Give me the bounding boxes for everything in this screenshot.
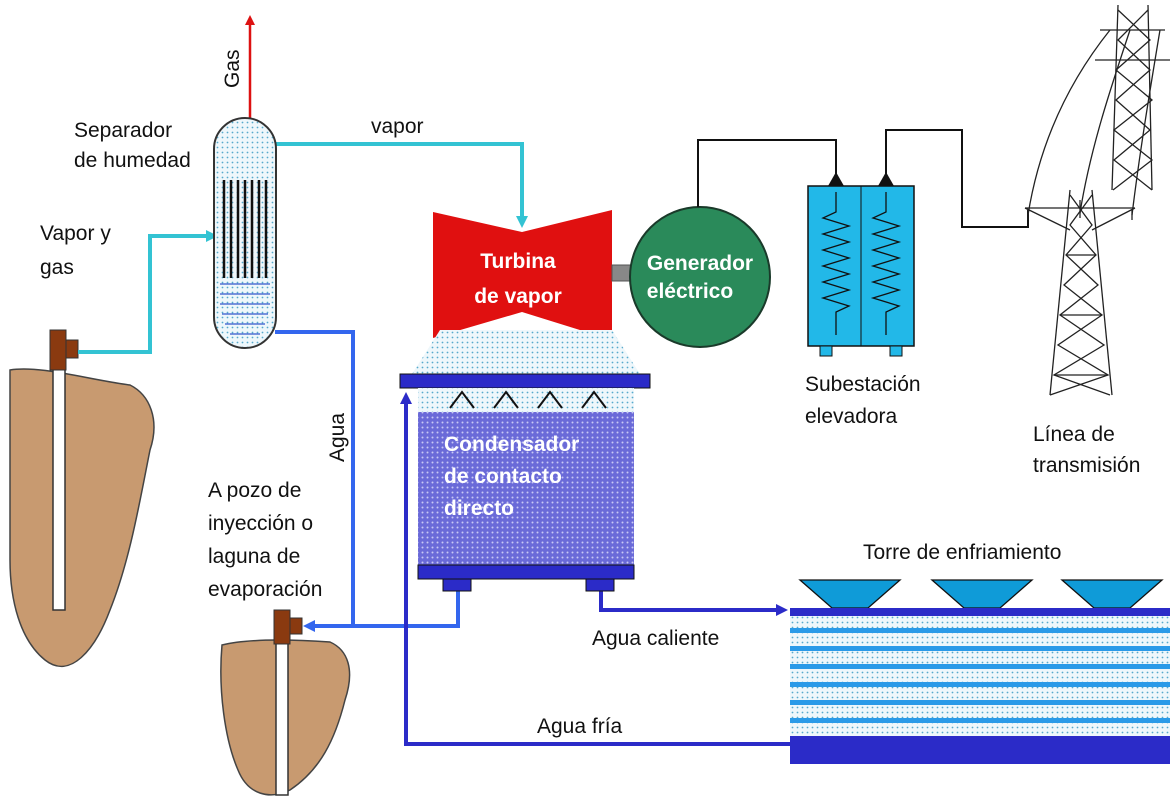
condenser-spray-zone — [418, 388, 634, 412]
well-pipe-right — [275, 619, 289, 796]
turbine-label-2: de vapor — [474, 285, 562, 308]
vapor-gas-label-2: gas — [40, 256, 74, 279]
gas-label: Gas — [221, 49, 244, 88]
condenser-base-plate — [417, 564, 635, 580]
condenser-top-plate — [399, 373, 651, 389]
tower-fill — [790, 616, 1170, 736]
cooling-tower-label: Torre de enfriamiento — [863, 541, 1061, 564]
condenser-body — [418, 412, 634, 565]
fan-hood-2 — [930, 579, 1034, 609]
hot-water-label: Agua caliente — [592, 627, 719, 650]
power-cable-3 — [1131, 29, 1161, 216]
wellhead-right — [273, 609, 291, 645]
vapor-label: vapor — [371, 115, 424, 138]
injection-well — [220, 609, 351, 796]
injection-label-4: evaporación — [208, 578, 322, 601]
separator-water-level — [220, 283, 270, 335]
wellhead-valve-right — [289, 617, 303, 635]
injection-label-3: laguna de — [208, 545, 300, 568]
spray-nozzles — [449, 390, 607, 409]
separator-label-2: de humedad — [74, 149, 191, 172]
wellhead-left — [49, 329, 67, 371]
tower-slats — [790, 628, 1170, 723]
condenser-label-1: Condensador — [444, 433, 579, 456]
separator-label-1: Separador — [74, 119, 172, 142]
water-pipe — [275, 330, 355, 632]
well-pipe-left — [52, 339, 66, 611]
separator-baffles — [222, 180, 268, 278]
generator-wire — [697, 139, 837, 207]
tower-top-plate — [790, 608, 1170, 616]
transformer-foot-left — [819, 345, 833, 357]
injection-label-1: A pozo de — [208, 479, 301, 502]
electric-generator: Generador eléctrico — [629, 206, 771, 348]
direct-contact-condenser: Condensador de contacto directo — [399, 330, 651, 592]
transmission-label-1: Línea de — [1033, 423, 1115, 446]
tower-far — [1095, 4, 1170, 191]
bushing-right — [878, 172, 894, 186]
tower-near — [1024, 189, 1136, 396]
coil-right — [870, 192, 902, 335]
earth-block-left — [9, 368, 155, 667]
substation-label-2: elevadora — [805, 405, 898, 428]
power-cable-2 — [1079, 29, 1131, 214]
turbine-label-1: Turbina — [480, 250, 556, 273]
step-up-substation — [807, 172, 915, 357]
condenser-label-2: de contacto — [444, 465, 562, 488]
condenser-outlet-right — [585, 578, 615, 592]
turbine-body — [433, 210, 612, 340]
wellhead-valve-left — [65, 339, 79, 359]
steam-turbine: Turbina de vapor — [433, 210, 612, 340]
condenser-hood — [412, 330, 640, 374]
generator-body — [629, 206, 771, 348]
cold-water-pipe — [400, 392, 793, 746]
condenser-outlet-left — [442, 578, 472, 592]
turbine-generator-shaft — [611, 264, 633, 282]
moisture-separator — [213, 117, 277, 349]
fan-hood-3 — [1060, 579, 1164, 609]
condenser-label-3: directo — [444, 497, 514, 520]
condenser-drain-pipe — [353, 588, 460, 628]
cooling-tower — [790, 579, 1170, 764]
agua-label: Agua — [326, 413, 349, 462]
production-well — [9, 329, 155, 667]
power-cable-1 — [1027, 29, 1111, 216]
tower-basin — [790, 736, 1170, 764]
transformer-foot-right — [889, 345, 903, 357]
transmission-wire — [885, 129, 1029, 228]
generator-label-1: Generador — [647, 252, 753, 275]
generator-label-2: eléctrico — [647, 280, 733, 303]
substation-label-1: Subestación — [805, 373, 921, 396]
cold-water-label: Agua fría — [537, 715, 623, 738]
transmission-towers — [1024, 4, 1170, 396]
transmission-label-2: transmisión — [1033, 454, 1140, 477]
fan-hood-1 — [798, 579, 902, 609]
vapor-gas-label-1: Vapor y — [40, 222, 111, 245]
coil-left — [820, 192, 852, 335]
bushing-left — [828, 172, 844, 186]
vapor-pipe — [272, 142, 528, 228]
injection-label-2: inyección o — [208, 512, 313, 535]
hot-water-pipe — [599, 588, 788, 616]
vapor-gas-pipe — [78, 230, 218, 354]
